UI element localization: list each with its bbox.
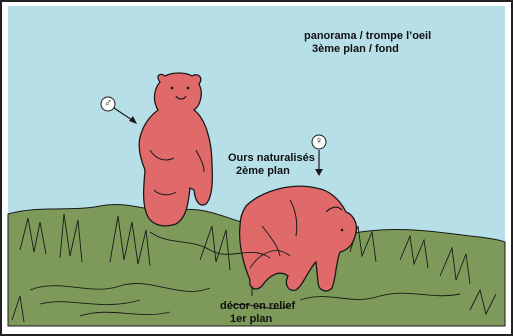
panorama-label-line1: panorama / trompe l’oeil [304, 30, 431, 42]
panorama-label-line2: 3ème plan / fond [312, 43, 399, 55]
decor-label-line2: 1er plan [230, 313, 272, 325]
male-symbol-icon: ♂ [102, 97, 114, 109]
ours-label-line2: 2ème plan [236, 165, 290, 177]
ours-label-line1: Ours naturalisés [228, 152, 315, 164]
female-symbol-icon: ♀ [313, 135, 325, 147]
decor-label-line1: décor en relief [220, 300, 295, 312]
